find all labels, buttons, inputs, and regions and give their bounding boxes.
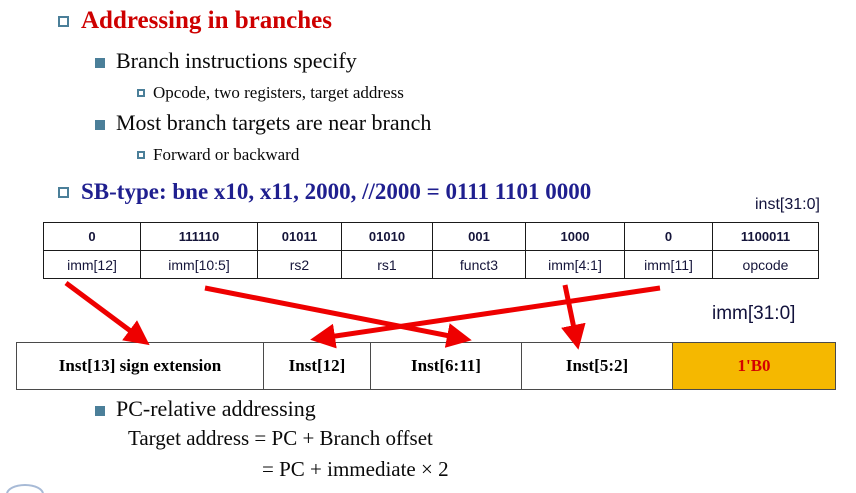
table-cell-field: imm[10:5] bbox=[140, 250, 258, 279]
table-cell-bits: 0 bbox=[624, 222, 713, 251]
solid-square-bullet-icon bbox=[95, 58, 105, 68]
table-cell-bits: 01010 bbox=[341, 222, 433, 251]
hollow-square-bullet-icon bbox=[58, 187, 69, 198]
hollow-square-bullet-icon bbox=[137, 89, 145, 97]
bullet-branch-instructions-specify: Branch instructions specify bbox=[95, 50, 357, 72]
imm-range-label: imm[31:0] bbox=[712, 303, 796, 324]
hollow-square-bullet-icon bbox=[58, 16, 69, 27]
imm-cell-inst12: Inst[12] bbox=[263, 342, 371, 390]
table-cell-field: imm[11] bbox=[624, 250, 713, 279]
bullet-label-pc-relative: PC-relative addressing bbox=[116, 396, 316, 421]
table-row: Inst[13] sign extension Inst[12] Inst[6:… bbox=[16, 342, 836, 390]
bullet-label-opcode: Opcode, two registers, target address bbox=[153, 83, 404, 102]
table-cell-field: rs1 bbox=[341, 250, 433, 279]
bullet-opcode-two-registers: Opcode, two registers, target address bbox=[137, 84, 404, 101]
imm-cell-inst6-11: Inst[6:11] bbox=[370, 342, 522, 390]
table-cell-field: rs2 bbox=[257, 250, 342, 279]
imm-cell-sign-extension: Inst[13] sign extension bbox=[16, 342, 264, 390]
imm-cell-zero-bit: 1'B0 bbox=[672, 342, 836, 390]
table-cell-field: imm[4:1] bbox=[525, 250, 625, 279]
solid-square-bullet-icon bbox=[95, 120, 105, 130]
sb-type-instruction-text: SB-type: bne x10, x11, 2000, //2000 = 01… bbox=[81, 179, 592, 204]
bullet-addressing-in-branches: Addressing in branches bbox=[58, 8, 332, 33]
table-cell-bits: 1100011 bbox=[712, 222, 819, 251]
table-cell-bits: 111110 bbox=[140, 222, 258, 251]
target-address-formula-line1: Target address = PC + Branch offset bbox=[128, 426, 433, 450]
inst-range-label: inst[31:0] bbox=[755, 196, 820, 213]
decorative-circle-icon bbox=[6, 484, 44, 493]
table-cell-bits: 1000 bbox=[525, 222, 625, 251]
target-address-formula-line2: = PC + immediate × 2 bbox=[262, 457, 449, 481]
solid-square-bullet-icon bbox=[95, 406, 105, 416]
table-row-field-names: imm[12] imm[10:5] rs2 rs1 funct3 imm[4:1… bbox=[43, 250, 819, 279]
immediate-assembly-table: Inst[13] sign extension Inst[12] Inst[6:… bbox=[16, 342, 836, 390]
bullet-most-branch-targets: Most branch targets are near branch bbox=[95, 112, 431, 134]
hollow-square-bullet-icon bbox=[137, 151, 145, 159]
imm-cell-inst5-2: Inst[5:2] bbox=[521, 342, 673, 390]
table-cell-bits: 01011 bbox=[257, 222, 342, 251]
table-cell-bits: 001 bbox=[432, 222, 526, 251]
table-cell-bits: 0 bbox=[43, 222, 141, 251]
table-cell-field: opcode bbox=[712, 250, 819, 279]
bullet-sb-type-instruction: SB-type: bne x10, x11, 2000, //2000 = 01… bbox=[58, 180, 591, 203]
bullet-pc-relative-addressing: PC-relative addressing bbox=[95, 398, 316, 420]
arrow-imm4-1-to-inst5-2 bbox=[561, 284, 586, 350]
table-row-bit-values: 0 111110 01011 01010 001 1000 0 1100011 bbox=[43, 222, 819, 251]
bullet-label-branch-instructions: Branch instructions specify bbox=[116, 48, 357, 73]
page-title: Addressing in branches bbox=[81, 7, 332, 34]
table-cell-field: imm[12] bbox=[43, 250, 141, 279]
bullet-label-forward-backward: Forward or backward bbox=[153, 145, 300, 164]
arrow-imm10-5-to-inst6-11 bbox=[204, 285, 472, 348]
instruction-format-table: 0 111110 01011 01010 001 1000 0 1100011 … bbox=[43, 222, 819, 279]
arrow-imm12-to-sign-extension bbox=[64, 280, 150, 346]
arrow-imm11-to-inst12 bbox=[310, 285, 661, 349]
table-cell-field: funct3 bbox=[432, 250, 526, 279]
bullet-forward-or-backward: Forward or backward bbox=[137, 146, 299, 163]
bullet-label-most-branch-targets: Most branch targets are near branch bbox=[116, 110, 432, 135]
